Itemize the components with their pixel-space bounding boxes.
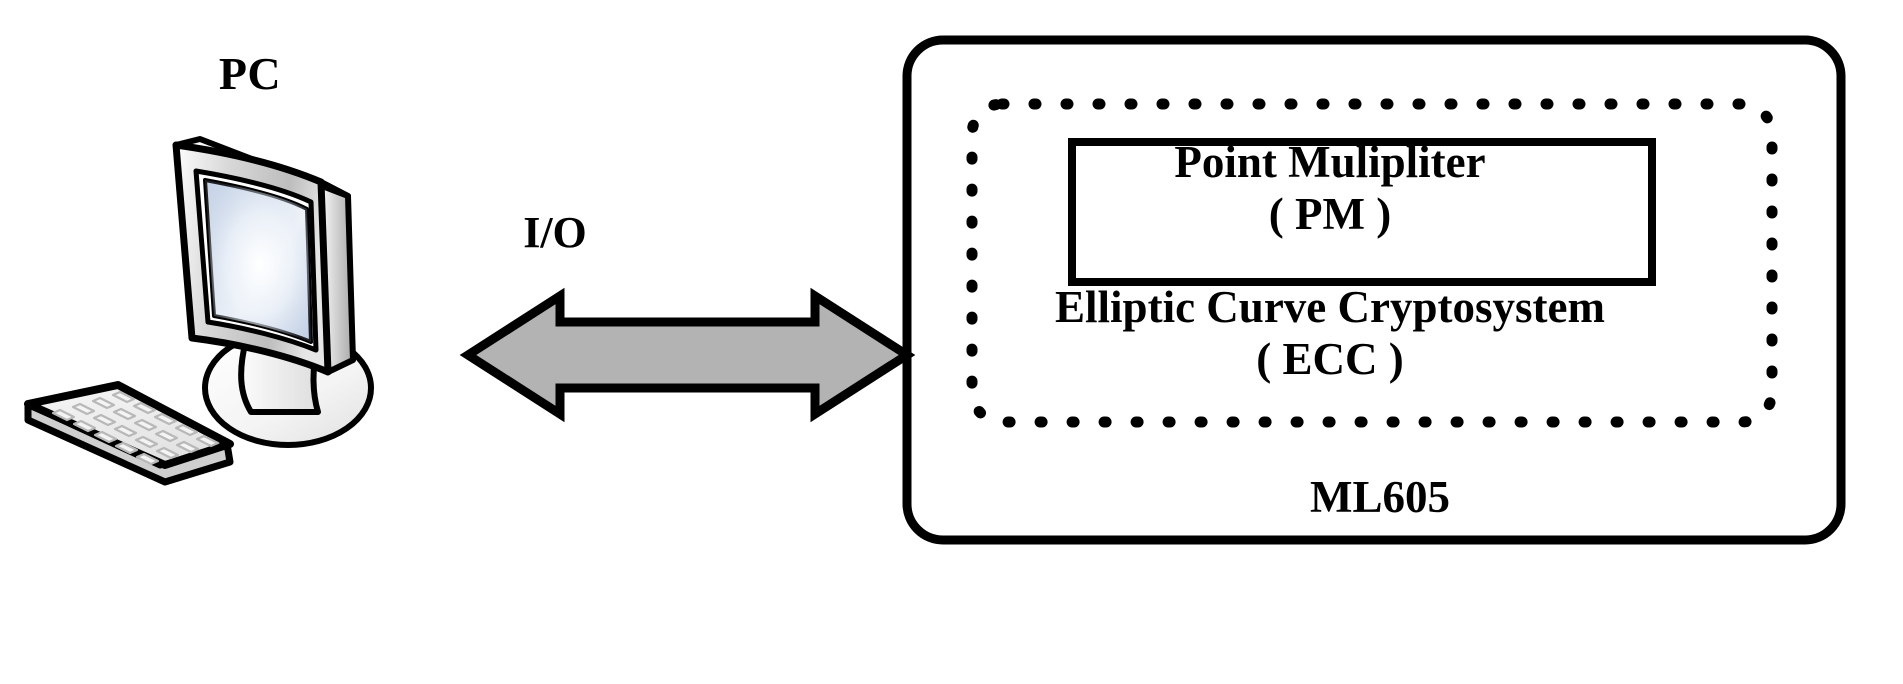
point-multiplier-label: Point Mulipliter ( PM ): [1090, 137, 1570, 240]
point-multiplier-box: [1068, 138, 1656, 286]
monitor-icon: [172, 136, 356, 376]
point-multiplier-line2: ( PM ): [1268, 189, 1392, 240]
io-double-arrow: [459, 287, 916, 423]
keyboard-icon: [24, 381, 234, 486]
ecc-line1: Elliptic Curve Cryptosystem: [1055, 282, 1605, 332]
ecc-line2: ( ECC ): [1256, 334, 1404, 385]
pc-label: PC: [218, 48, 282, 99]
point-multiplier-line1: Point Mulipliter: [1174, 137, 1486, 187]
ecc-label: Elliptic Curve Cryptosystem ( ECC ): [945, 282, 1715, 385]
ml605-label: ML605: [1310, 472, 1450, 522]
io-label: I/O: [523, 208, 587, 257]
